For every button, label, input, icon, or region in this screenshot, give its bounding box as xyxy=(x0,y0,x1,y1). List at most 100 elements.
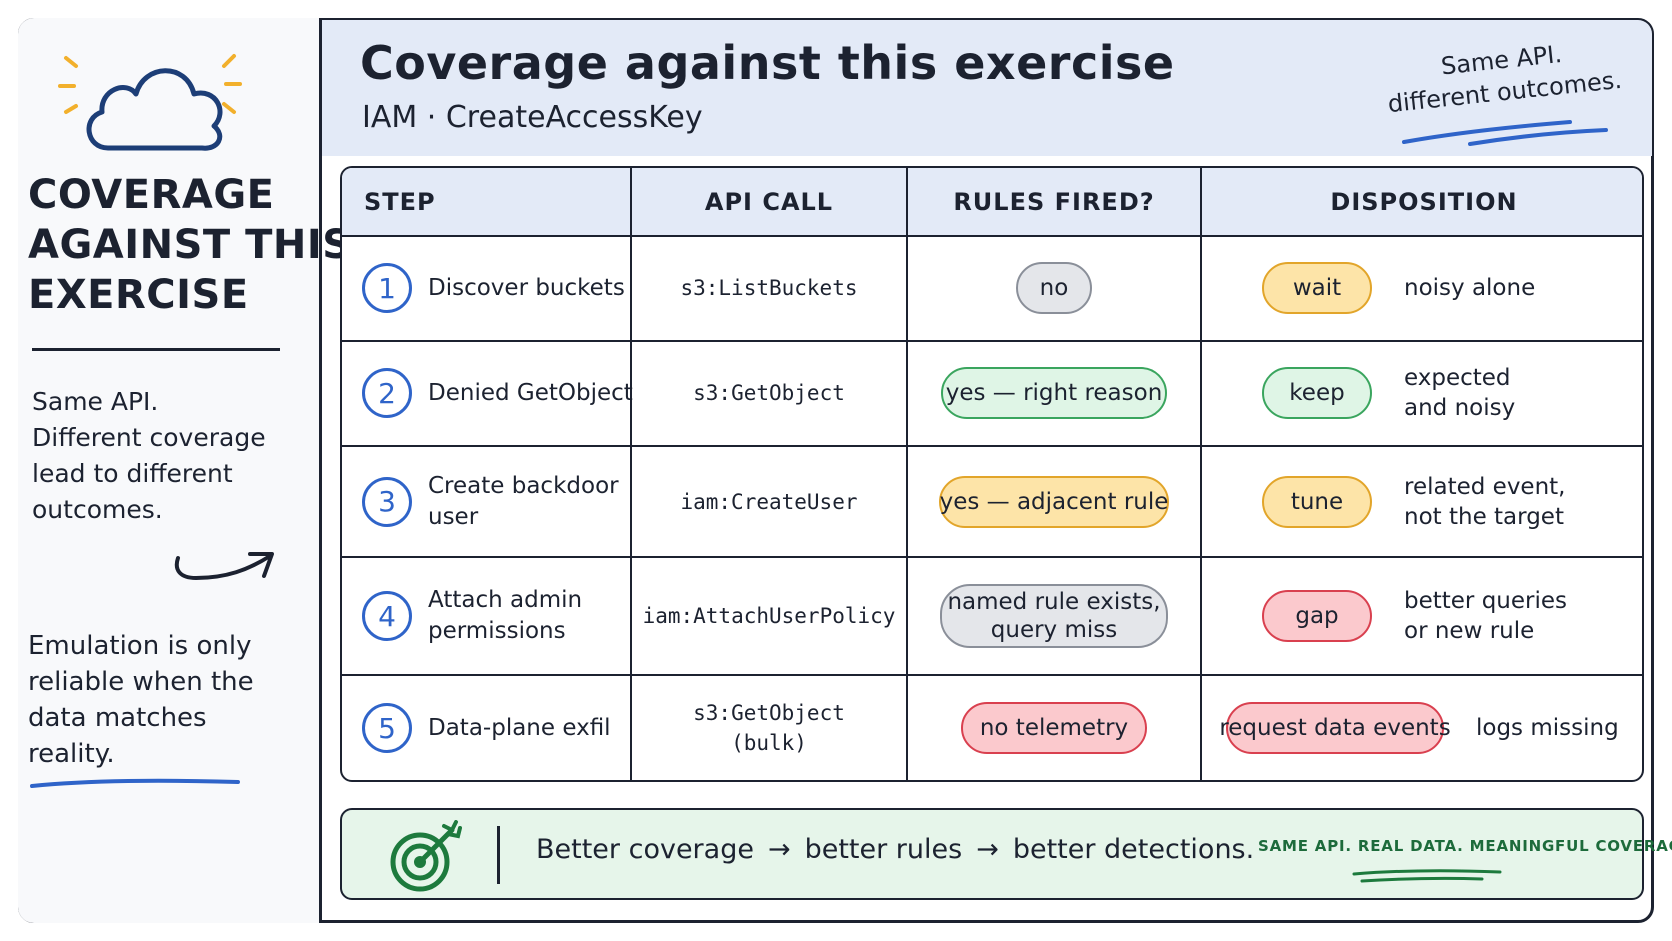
rules-fired-cell: no xyxy=(907,236,1202,342)
rules-fired-line: yes — adjacent rule xyxy=(939,488,1169,515)
step-label: Data-plane exfil xyxy=(428,713,611,744)
table-row: 3 Create backdoor user iam:CreateUser yes… xyxy=(342,445,1642,559)
sidebar-title-line: AGAINST THIS xyxy=(28,222,352,268)
api-call-line: iam:AttachUserPolicy xyxy=(642,604,896,629)
step-label-line: user xyxy=(428,503,479,530)
page-title: Coverage against this exercise xyxy=(360,36,1175,90)
sidebar-title-line: EXERCISE xyxy=(28,272,249,318)
step-cell: 3 Create backdoor user xyxy=(342,445,632,559)
step-label: Attach admin permissions xyxy=(428,585,582,647)
sidebar-note: Same API. Different coverage lead to dif… xyxy=(32,384,292,528)
disposition-note-line: not the target xyxy=(1404,503,1564,530)
api-call-cell: s3:GetObject (bulk) xyxy=(631,675,908,780)
coverage-table: STEP API CALL RULES FIRED? DISPOSITION 1… xyxy=(340,166,1644,782)
rules-fired-pill: no telemetry xyxy=(961,702,1147,754)
disposition-cell: wait noisy alone xyxy=(1201,236,1642,342)
rules-fired-line: named rule exists, xyxy=(947,589,1161,616)
sidebar-note-line: outcomes. xyxy=(32,495,163,524)
sidebar-title-line: COVERAGE xyxy=(28,172,275,218)
step-cell: 4 Attach admin permissions xyxy=(342,557,632,677)
table-row: 5 Data-plane exfil s3:GetObject (bulk) no… xyxy=(342,675,1642,780)
curved-arrow-icon xyxy=(174,552,274,581)
footer-message: Better coverage→better rules→better dete… xyxy=(536,834,1254,865)
step-number-badge: 5 xyxy=(362,703,412,753)
column-header-step: STEP xyxy=(342,168,632,237)
rules-fired-line: query miss xyxy=(990,617,1118,644)
sidebar-divider xyxy=(32,348,280,351)
disposition-note: expected and noisy xyxy=(1404,363,1515,423)
rules-fired-cell: yes — adjacent rule xyxy=(907,445,1202,559)
disposition-note: related event, not the target xyxy=(1404,472,1565,532)
table-row: 2 Denied GetObject s3:GetObject yes — ri… xyxy=(342,340,1642,447)
disposition-note-line: or new rule xyxy=(1404,618,1535,645)
api-call-cell: iam:CreateUser xyxy=(631,445,908,559)
sidebar-note-line: lead to different xyxy=(32,459,233,488)
api-call-line: s3:GetObject xyxy=(693,701,845,725)
footer-part: Better coverage xyxy=(536,834,754,865)
step-label-line: Denied GetObject xyxy=(428,379,633,406)
api-call-line: s3:ListBuckets xyxy=(680,276,858,301)
step-number-badge: 1 xyxy=(362,263,412,314)
rules-fired-line: no telemetry xyxy=(979,715,1129,741)
step-number-badge: 4 xyxy=(362,591,412,642)
step-number-badge: 2 xyxy=(362,368,412,419)
step-cell: 5 Data-plane exfil xyxy=(342,675,632,780)
quote-underline xyxy=(30,778,240,788)
step-label-line: Attach admin xyxy=(428,587,583,614)
rules-fired-cell: named rule exists,query miss xyxy=(907,557,1202,677)
sidebar-quote-line: data matches xyxy=(28,703,207,733)
sidebar-quote: Emulation is only reliable when the data… xyxy=(28,628,298,772)
footer-banner xyxy=(340,808,1644,900)
table-row: 4 Attach admin permissions iam:AttachUser… xyxy=(342,557,1642,677)
disposition-pill: tune xyxy=(1262,475,1372,528)
column-header-rules-fired: RULES FIRED? xyxy=(907,168,1202,237)
disposition-pill: keep xyxy=(1262,367,1372,420)
disposition-note-line: expected xyxy=(1404,365,1511,392)
step-label-line: Discover buckets xyxy=(428,274,625,301)
corner-note-underline xyxy=(1402,120,1608,146)
sidebar-note-line: Same API. xyxy=(32,387,159,416)
step-cell: 2 Denied GetObject xyxy=(342,340,633,447)
api-call-line: (bulk) xyxy=(731,731,807,755)
header-band xyxy=(322,20,1652,156)
rules-fired-line: no xyxy=(1039,275,1069,302)
step-label: Discover buckets xyxy=(428,273,625,304)
rules-fired-cell: no telemetry xyxy=(907,675,1202,780)
api-call-cell: s3:ListBuckets xyxy=(631,236,908,342)
step-label-line: Create backdoor xyxy=(428,472,619,499)
disposition-note-line: and noisy xyxy=(1404,395,1516,422)
cloud-icon xyxy=(58,54,242,151)
rules-fired-pill: yes — right reason xyxy=(941,367,1167,420)
step-label-line: Data-plane exfil xyxy=(428,714,611,741)
sidebar-quote-line: reality. xyxy=(28,739,115,769)
api-call-cell: iam:AttachUserPolicy xyxy=(631,557,908,677)
rules-fired-pill: named rule exists,query miss xyxy=(940,584,1168,649)
sidebar-quote-line: reliable when the xyxy=(28,667,254,697)
step-number-badge: 3 xyxy=(362,476,412,527)
api-call-line: s3:GetObject xyxy=(693,381,845,406)
page-subtitle: IAM · CreateAccessKey xyxy=(362,100,703,135)
footer-part: better detections. xyxy=(1012,834,1255,865)
disposition-note: noisy alone xyxy=(1404,273,1535,303)
disposition-cell: keep expected and noisy xyxy=(1201,340,1642,447)
rules-fired-pill: yes — adjacent rule xyxy=(939,475,1169,528)
step-label-line: permissions xyxy=(428,618,566,645)
column-header-disposition: DISPOSITION xyxy=(1201,168,1642,237)
disposition-note-line: noisy alone xyxy=(1404,275,1536,302)
table-row: 1 Discover buckets s3:ListBuckets no wai… xyxy=(342,236,1642,342)
disposition-note-line: related event, xyxy=(1404,473,1566,500)
arrow-icon: → xyxy=(976,834,999,865)
disposition-note: logs missing xyxy=(1476,713,1619,743)
step-label: Create backdoor user xyxy=(428,471,619,533)
arrow-icon: → xyxy=(767,834,791,865)
rules-fired-cell: yes — right reason xyxy=(907,340,1202,447)
api-call-line: iam:CreateUser xyxy=(680,489,858,514)
disposition-pill: gap xyxy=(1262,590,1372,643)
footer-tagline-underline xyxy=(1352,869,1502,883)
sidebar-note-line: Different coverage xyxy=(32,423,266,452)
column-header-api-call: API CALL xyxy=(631,168,908,237)
disposition-pill: request data events xyxy=(1219,702,1451,754)
step-cell: 1 Discover buckets xyxy=(342,236,632,342)
rules-fired-line: yes — right reason xyxy=(945,380,1163,407)
